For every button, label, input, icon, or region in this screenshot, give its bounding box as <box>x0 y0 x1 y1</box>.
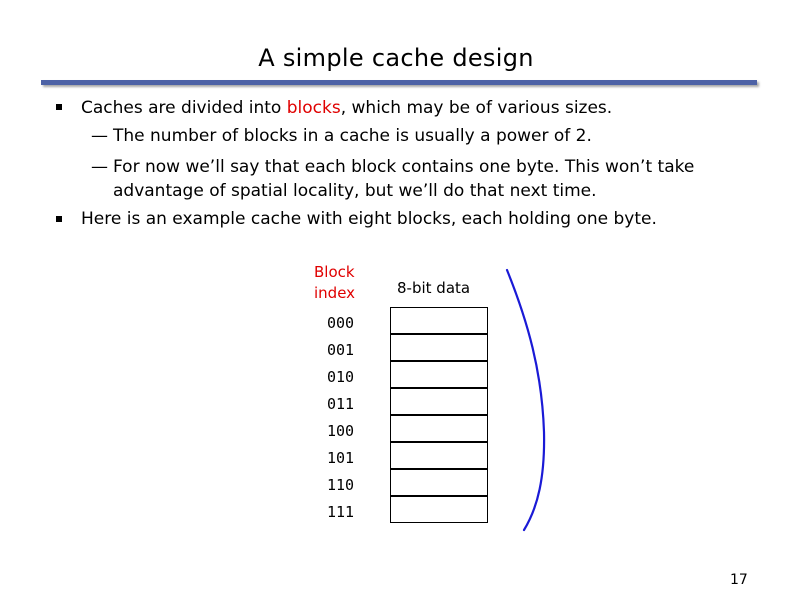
cache-block-cell <box>390 307 488 334</box>
page-number: 17 <box>730 572 748 588</box>
sub-bullet-1: The number of blocks in a cache is usual… <box>113 126 592 146</box>
index-label: 110 <box>327 476 355 494</box>
block-index-header-line-2: index <box>314 284 356 302</box>
index-label: 000 <box>327 314 355 332</box>
sub-bullet-2-line-1: For now we’ll say that each block contai… <box>113 157 695 177</box>
index-label: 111 <box>327 503 355 521</box>
dash-marker: — <box>91 157 108 177</box>
cache-block-cell <box>390 496 488 523</box>
sub-bullet-2-line-2: advantage of spatial locality, but we’ll… <box>113 181 597 201</box>
index-label: 101 <box>327 449 355 467</box>
cache-block-cell <box>390 469 488 496</box>
cache-block-cell <box>390 361 488 388</box>
bullet-1-suffix: , which may be of various sizes. <box>340 98 613 118</box>
cache-block-cell <box>390 442 488 469</box>
block-index-header-line-1: Block <box>314 263 355 281</box>
block-index-header: Block index <box>314 262 355 304</box>
bullet-1: Caches are divided into blocks, which ma… <box>81 98 612 118</box>
blocks-keyword: blocks <box>286 98 341 118</box>
cache-block-cell <box>390 334 488 361</box>
dash-marker: — <box>91 126 108 146</box>
index-label: 001 <box>327 341 355 359</box>
index-label: 100 <box>327 422 355 440</box>
bullet-marker <box>56 104 62 110</box>
data-header: 8-bit data <box>397 279 471 297</box>
title-rule <box>41 80 757 85</box>
cache-block-cell <box>390 415 488 442</box>
bullet-2: Here is an example cache with eight bloc… <box>81 209 657 229</box>
page-title: A simple cache design <box>258 44 534 72</box>
index-label: 011 <box>327 395 355 413</box>
brace-curve-icon <box>505 268 546 532</box>
cache-block-cell <box>390 388 488 415</box>
bullet-1-prefix: Caches are divided into <box>81 98 287 118</box>
bullet-marker <box>56 216 62 222</box>
index-label: 010 <box>327 368 355 386</box>
